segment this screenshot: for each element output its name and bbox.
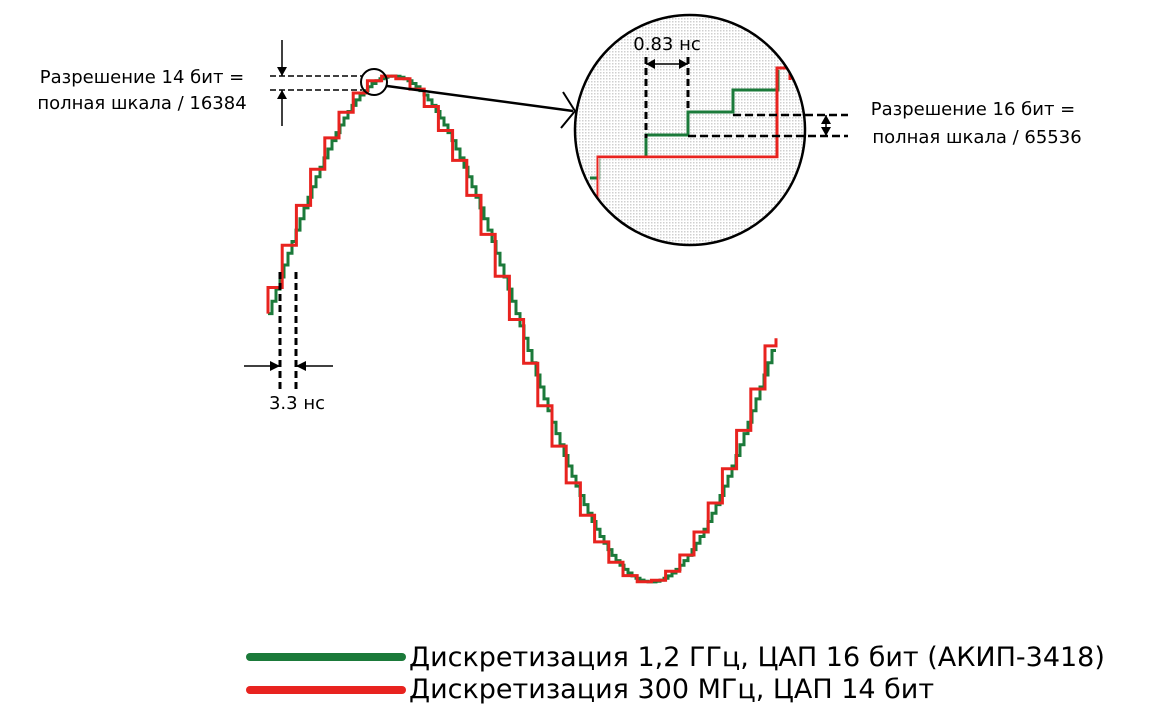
magnifier-border: [573, 13, 807, 247]
magnifier-view: [573, 13, 848, 247]
resolution-16bit-label-line2: полная шкала / 65536: [872, 127, 1081, 148]
step-33ns-label: 3.3 нс: [269, 393, 325, 414]
resolution-14bit-label-line1: Разрешение 14 бит =: [40, 67, 244, 88]
legend-label-fine: Дискретизация 1,2 ГГц, ЦАП 16 бит (АКИП-…: [409, 642, 1105, 673]
step-083ns-label: 0.83 нс: [633, 34, 700, 55]
legend-label-coarse: Дискретизация 300 МГц, ЦАП 14 бит: [409, 674, 934, 705]
step-33ns-marker: [244, 272, 333, 390]
resolution-16bit-marker: [821, 115, 831, 136]
resolution-14bit-label-line2: полная шкала / 16384: [37, 93, 246, 114]
zoom-source-circle: [360, 68, 388, 96]
zoom-pointer-line: [386, 84, 574, 113]
resolution-14bit-marker: [270, 40, 362, 126]
zoom-pointer-arrowhead: [560, 91, 577, 129]
legend: Дискретизация 1,2 ГГц, ЦАП 16 бит (АКИП-…: [246, 642, 1105, 705]
coarse-sampled-waveform: [266, 74, 778, 584]
resolution-16bit-label-line1: Разрешение 16 бит =: [871, 99, 1075, 120]
